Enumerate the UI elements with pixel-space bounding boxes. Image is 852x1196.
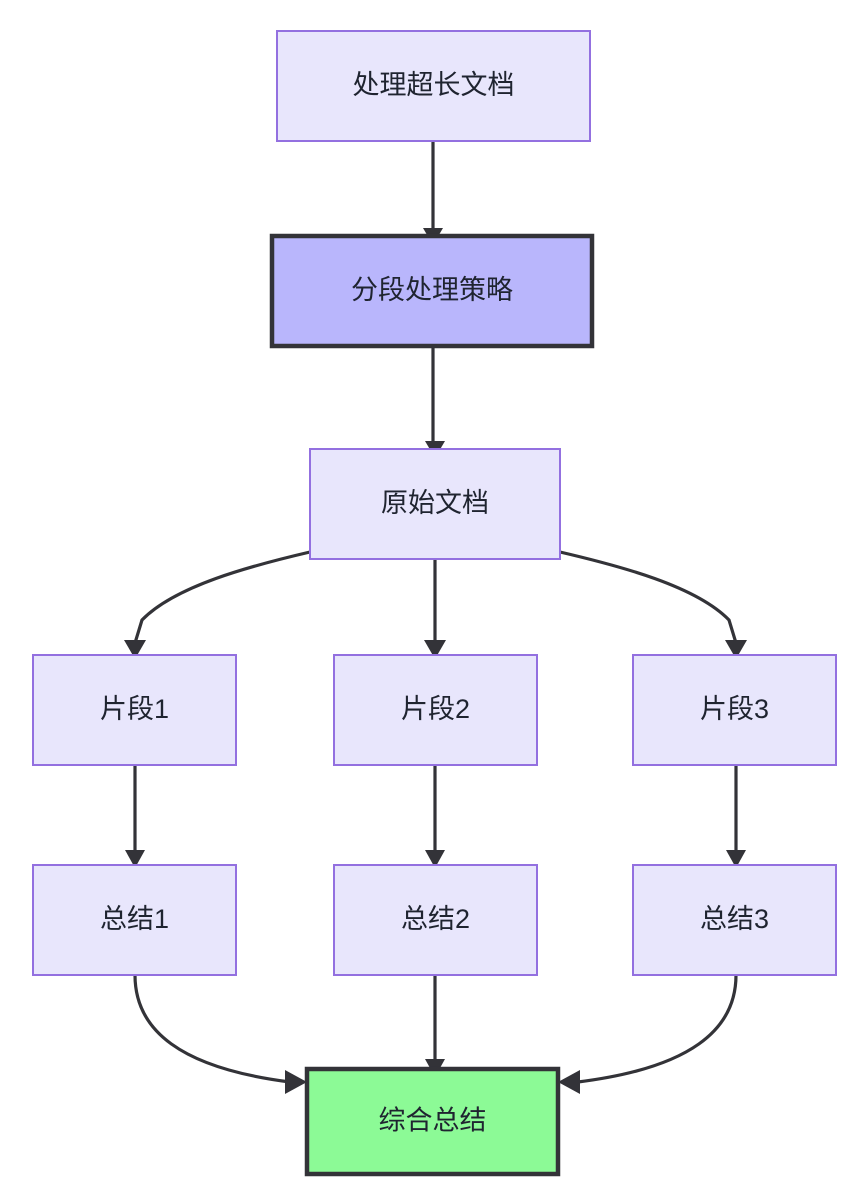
edge-source-to-fragment-1: [133, 550, 311, 644]
node-label-fragment-2: 片段2: [401, 694, 470, 724]
node-label-summary-2: 总结2: [401, 904, 470, 934]
arrowhead-to-summary-3: [726, 850, 746, 868]
node-fragment-3[interactable]: 片段3: [632, 654, 837, 766]
node-comprehensive-summary[interactable]: 综合总结: [304, 1066, 561, 1177]
node-box-source-document[interactable]: [309, 448, 561, 560]
node-box-chunking-strategy[interactable]: [269, 233, 595, 349]
arrowhead-to-final-left: [285, 1070, 307, 1094]
node-summary-1[interactable]: 总结1: [32, 864, 237, 976]
node-box-summary-1[interactable]: [32, 864, 237, 976]
node-box-summary-3[interactable]: [632, 864, 837, 976]
arrowhead-to-summary-1: [125, 850, 145, 868]
node-box-fragment-1[interactable]: [32, 654, 237, 766]
arrowhead-to-fragment-3: [725, 640, 747, 659]
node-label-chunking-strategy: 分段处理策略: [351, 275, 513, 305]
arrowhead-to-fragment-2: [424, 640, 446, 659]
arrowhead-to-summary-2: [425, 850, 445, 868]
edges-layer: [133, 141, 738, 1084]
node-box-summary-2[interactable]: [333, 864, 538, 976]
arrowhead-to-fragment-1: [124, 640, 146, 659]
node-label-fragment-1: 片段1: [100, 694, 169, 724]
node-fragment-2[interactable]: 片段2: [333, 654, 538, 766]
arrowhead-to-final-right: [558, 1070, 580, 1094]
node-box-comprehensive-summary[interactable]: [304, 1066, 561, 1177]
node-chunking-strategy[interactable]: 分段处理策略: [269, 233, 595, 349]
node-label-summary-3: 总结3: [700, 904, 769, 934]
node-label-source-document: 原始文档: [381, 488, 489, 518]
node-box-fragment-2[interactable]: [333, 654, 538, 766]
node-label-fragment-3: 片段3: [700, 694, 769, 724]
node-label-process-long-document: 处理超长文档: [353, 70, 515, 100]
edge-summary-3-to-final: [577, 974, 738, 1084]
node-box-fragment-3[interactable]: [632, 654, 837, 766]
node-label-summary-1: 总结1: [100, 904, 169, 934]
node-fragment-1[interactable]: 片段1: [32, 654, 237, 766]
node-summary-3[interactable]: 总结3: [632, 864, 837, 976]
node-process-long-document[interactable]: 处理超长文档: [276, 30, 591, 142]
edge-summary-1-to-final: [133, 974, 291, 1084]
node-label-comprehensive-summary: 综合总结: [379, 1106, 487, 1136]
edge-source-to-fragment-3: [559, 550, 738, 644]
node-box-process-long-document[interactable]: [276, 30, 591, 142]
node-summary-2[interactable]: 总结2: [333, 864, 538, 976]
node-source-document[interactable]: 原始文档: [309, 448, 561, 560]
